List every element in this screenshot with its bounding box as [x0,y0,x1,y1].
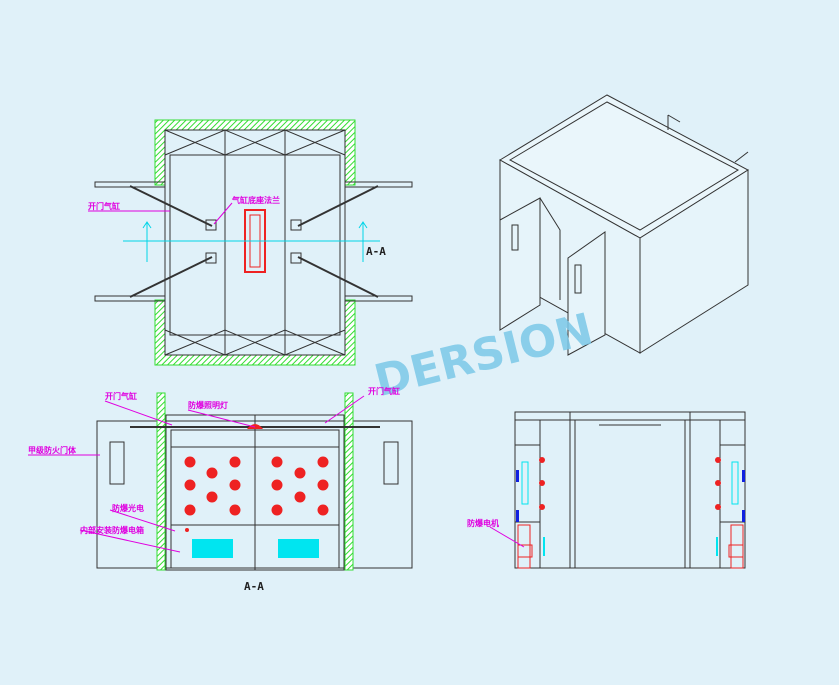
label-door: 甲级防火门体 [28,445,77,455]
section-view: A-A 开门气缸 防爆照明灯 开门气缸 甲级防火门体 防爆光电 内部安装防爆电箱 [28,386,413,593]
door-cylinders [129,185,379,298]
label-motor: 防爆电机 [467,518,499,528]
electrical-box [192,539,233,558]
label-photo: 防爆光电 [112,503,144,513]
wall-left [156,392,166,571]
label-light: 防爆照明灯 [188,400,228,410]
door-leaf [344,295,413,302]
isometric-view [499,94,749,356]
electrical-box [278,539,319,558]
watermark-logo: DERSION [369,304,597,407]
wall-right [344,392,354,571]
section-mark: A-A [366,245,386,258]
label-cylinder-left: 开门气缸 [105,391,137,401]
door-leaf [344,181,413,188]
section-title: A-A [244,580,264,593]
plan-view: A-A 开门气缸 气缸底座法兰 [88,119,413,366]
explosion-proof-motor [517,524,744,569]
label-box: 内部安装防爆电箱 [80,525,144,535]
section-arrow-icon [142,221,368,262]
label-flange: 气缸底座法兰 [231,195,280,205]
label-cylinder: 开门气缸 [88,201,120,211]
side-view: 防爆电机 [467,411,746,569]
air-nozzles [184,456,329,532]
label-cylinder-right: 开门气缸 [368,386,400,396]
